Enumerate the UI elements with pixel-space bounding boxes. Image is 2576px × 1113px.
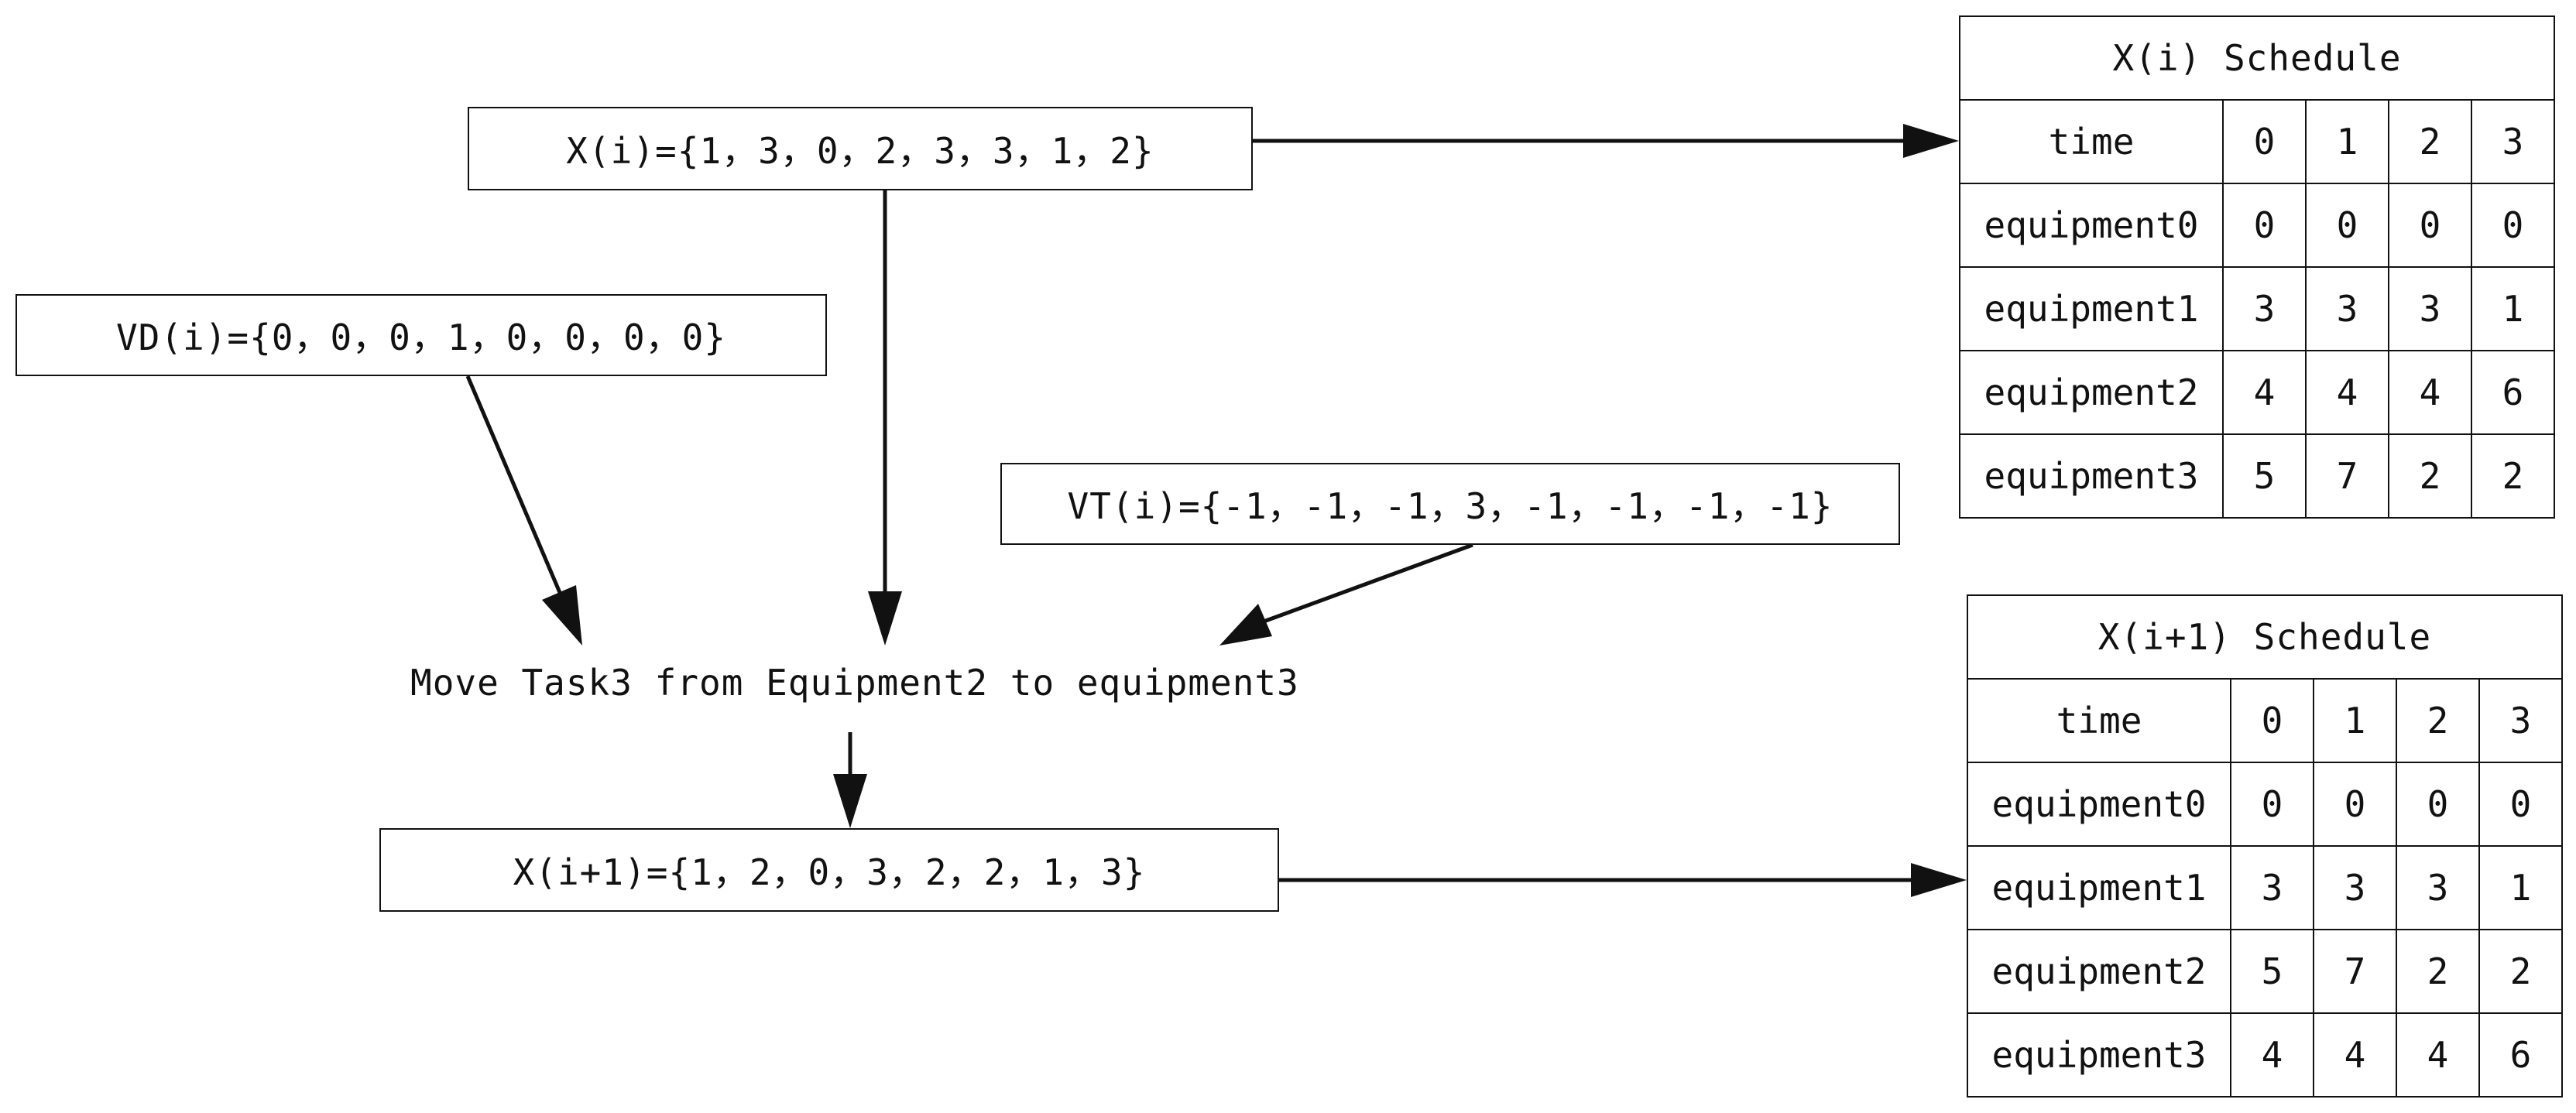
table-cell: 4 [2305, 350, 2389, 435]
table-cell: 4 [2222, 350, 2307, 435]
header-cell: 1 [2313, 678, 2397, 763]
schedule-i1-header-row: time 0 1 2 3 [1967, 678, 2563, 763]
table-row: equipment3 4 4 4 6 [1967, 1012, 2563, 1098]
table-cell: 2 [2471, 433, 2555, 519]
schedule-i-header-row: time 0 1 2 3 [1959, 99, 2555, 184]
vd-i-vector-box: VD(i)={0，0，0，1，0，0，0，0} [15, 294, 827, 376]
table-row: equipment1 3 3 3 1 [1967, 845, 2563, 930]
x-i-vector-text: X(i)={1，3，0，2，3，3，1，2} [566, 130, 1154, 172]
table-row: equipment2 4 4 4 6 [1959, 350, 2555, 435]
table-cell: 6 [2478, 1012, 2563, 1098]
table-row: equipment1 3 3 3 1 [1959, 266, 2555, 351]
x-i1-vector-box: X(i+1)={1，2，0，3，2，2，1，3} [379, 828, 1279, 912]
table-cell: 0 [2388, 183, 2472, 268]
header-cell: time [1967, 678, 2231, 763]
row-label: equipment0 [1967, 762, 2231, 847]
header-cell: 0 [2222, 99, 2307, 184]
table-cell: 1 [2471, 266, 2555, 351]
schedule-i-table: X(i) Schedule time 0 1 2 3 equipment0 0 … [1959, 15, 2555, 519]
row-label: equipment3 [1967, 1012, 2231, 1098]
table-row: equipment3 5 7 2 2 [1959, 433, 2555, 519]
move-task-label: Move Task3 from Equipment2 to equipment3 [410, 662, 1299, 704]
table-cell: 0 [2478, 762, 2563, 847]
table-row: equipment0 0 0 0 0 [1959, 183, 2555, 268]
x-i1-vector-text: X(i+1)={1，2，0，3，2，2，1，3} [513, 851, 1146, 893]
table-cell: 3 [2222, 266, 2307, 351]
table-cell: 0 [2471, 183, 2555, 268]
arrowhead-xi-to-move [868, 591, 902, 646]
arrowhead-vt-to-move [1219, 604, 1272, 646]
table-cell: 4 [2313, 1012, 2397, 1098]
header-cell: 2 [2396, 678, 2480, 763]
row-label: equipment2 [1967, 929, 2231, 1014]
vt-i-vector-box: VT(i)={-1，-1，-1，3，-1，-1，-1，-1} [1000, 463, 1900, 545]
x-i-vector-box: X(i)={1，3，0，2，3，3，1，2} [468, 107, 1253, 190]
header-cell: 2 [2388, 99, 2472, 184]
header-cell: 3 [2478, 678, 2563, 763]
table-cell: 0 [2230, 762, 2314, 847]
schedule-i1-table: X(i+1) Schedule time 0 1 2 3 equipment0 … [1967, 594, 2563, 1098]
arrowhead-move-to-xi1 [833, 774, 867, 828]
header-cell: 0 [2230, 678, 2314, 763]
table-cell: 5 [2230, 929, 2314, 1014]
arrowhead-xi-to-schedule [1903, 124, 1959, 158]
table-row: equipment2 5 7 2 2 [1967, 929, 2563, 1014]
header-cell: 1 [2305, 99, 2389, 184]
table-cell: 3 [2313, 845, 2397, 930]
row-label: equipment2 [1959, 350, 2224, 435]
table-cell: 4 [2230, 1012, 2314, 1098]
table-cell: 4 [2388, 350, 2472, 435]
arrowhead-xi1-to-schedule [1911, 863, 1967, 897]
row-label: equipment0 [1959, 183, 2224, 268]
table-cell: 5 [2222, 433, 2307, 519]
row-label: equipment3 [1959, 433, 2224, 519]
schedule-i-title: X(i) Schedule [1959, 15, 2555, 101]
table-row: equipment0 0 0 0 0 [1967, 762, 2563, 847]
table-cell: 3 [2305, 266, 2389, 351]
table-cell: 1 [2478, 845, 2563, 930]
table-cell: 0 [2222, 183, 2307, 268]
header-cell: time [1959, 99, 2224, 184]
table-cell: 0 [2313, 762, 2397, 847]
arrowhead-vd-to-move [542, 585, 582, 646]
table-cell: 0 [2396, 762, 2480, 847]
table-cell: 2 [2396, 929, 2480, 1014]
row-label: equipment1 [1959, 266, 2224, 351]
vd-i-vector-text: VD(i)={0，0，0，1，0，0，0，0} [115, 317, 727, 358]
vt-i-vector-text: VT(i)={-1，-1，-1，3，-1，-1，-1，-1} [1067, 485, 1833, 527]
edge-vd-to-move [465, 375, 563, 595]
table-cell: 6 [2471, 350, 2555, 435]
header-cell: 3 [2471, 99, 2555, 184]
table-cell: 7 [2313, 929, 2397, 1014]
edge-vt-to-move [1263, 543, 1473, 624]
table-cell: 3 [2230, 845, 2314, 930]
table-cell: 7 [2305, 433, 2389, 519]
table-cell: 2 [2388, 433, 2472, 519]
table-cell: 4 [2396, 1012, 2480, 1098]
table-cell: 2 [2478, 929, 2563, 1014]
row-label: equipment1 [1967, 845, 2231, 930]
table-cell: 0 [2305, 183, 2389, 268]
table-cell: 3 [2396, 845, 2480, 930]
schedule-i1-title: X(i+1) Schedule [1967, 594, 2563, 680]
table-cell: 3 [2388, 266, 2472, 351]
